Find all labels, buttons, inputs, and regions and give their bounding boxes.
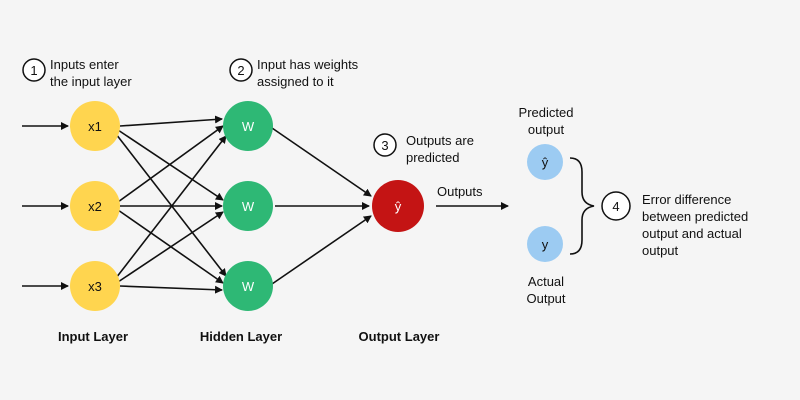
output-layer-label: Output Layer bbox=[359, 329, 440, 344]
predicted-output-label-line-2: output bbox=[528, 122, 565, 137]
hidden-node-3-label: W bbox=[242, 279, 255, 294]
step-3-line-1: Outputs are bbox=[406, 133, 474, 148]
step-4-line-1: Error difference bbox=[642, 192, 731, 207]
step-marker-4: 4 bbox=[601, 191, 631, 221]
input-node-x1-label: x1 bbox=[88, 119, 102, 134]
hidden-node-1-label: W bbox=[242, 119, 255, 134]
actual-output-label-line-1: Actual bbox=[528, 274, 564, 289]
step-number-4: 4 bbox=[612, 199, 619, 214]
input-node-x3-label: x3 bbox=[88, 279, 102, 294]
predicted-output-node-label: ŷ bbox=[542, 155, 549, 170]
step-number-3: 3 bbox=[381, 138, 388, 153]
step-number-2: 2 bbox=[237, 63, 244, 78]
edge-x3-h1 bbox=[115, 135, 227, 279]
actual-output-node-label: y bbox=[542, 237, 549, 252]
step-note-4: Error difference between predicted outpu… bbox=[642, 192, 748, 258]
step-note-3: Outputs are predicted bbox=[406, 133, 474, 165]
step-note-2: Input has weights assigned to it bbox=[257, 57, 359, 89]
input-node-x2: x2 bbox=[70, 181, 120, 231]
hidden-node-2: W bbox=[223, 181, 273, 231]
step-note-1: Inputs enter the input layer bbox=[50, 57, 132, 89]
hidden-node-1: W bbox=[223, 101, 273, 151]
step-marker-1: 1 bbox=[22, 58, 46, 82]
hidden-layer-label: Hidden Layer bbox=[200, 329, 282, 344]
edge-x1-h2 bbox=[117, 129, 224, 201]
input-node-x2-label: x2 bbox=[88, 199, 102, 214]
actual-output-label-line-2: Output bbox=[526, 291, 565, 306]
edge-x3-h2 bbox=[117, 211, 224, 283]
step-2-line-2: assigned to it bbox=[257, 74, 334, 89]
edge-x1-h3 bbox=[115, 133, 227, 277]
hidden-layer-nodes: W W W bbox=[223, 101, 273, 311]
output-node-label: ŷ bbox=[395, 199, 402, 214]
step-3-line-2: predicted bbox=[406, 150, 459, 165]
predicted-output-label-line-1: Predicted bbox=[519, 105, 574, 120]
edge-x1-h1 bbox=[119, 115, 223, 127]
step-4-line-4: output bbox=[642, 243, 679, 258]
step-marker-2: 2 bbox=[229, 58, 253, 82]
input-node-x1: x1 bbox=[70, 101, 120, 151]
actual-output-group: y Actual Output bbox=[526, 226, 566, 306]
input-node-x3: x3 bbox=[70, 261, 120, 311]
step-4-line-3: output and actual bbox=[642, 226, 742, 241]
edge-h3-out bbox=[271, 215, 372, 285]
hidden-node-3: W bbox=[223, 261, 273, 311]
step-1-line-1: Inputs enter bbox=[50, 57, 119, 72]
edge-x3-h3 bbox=[119, 285, 223, 294]
actual-output-node bbox=[527, 226, 563, 262]
step-1-line-2: the input layer bbox=[50, 74, 132, 89]
step-4-line-2: between predicted bbox=[642, 209, 748, 224]
comparison-brace bbox=[569, 157, 595, 255]
step-number-1: 1 bbox=[30, 63, 37, 78]
outputs-arrow-label: Outputs bbox=[437, 184, 483, 199]
predicted-output-node bbox=[527, 144, 563, 180]
edge-h1-out bbox=[271, 127, 372, 197]
step-marker-3: 3 bbox=[373, 133, 397, 157]
step-2-line-1: Input has weights bbox=[257, 57, 359, 72]
connections bbox=[22, 115, 595, 294]
input-layer-nodes: x1 x2 x3 bbox=[70, 101, 120, 311]
edge-x2-h1 bbox=[117, 125, 224, 203]
predicted-output-group: Predicted output ŷ bbox=[519, 105, 574, 180]
output-node: ŷ bbox=[372, 180, 424, 232]
input-layer-label: Input Layer bbox=[58, 329, 128, 344]
hidden-node-2-label: W bbox=[242, 199, 255, 214]
